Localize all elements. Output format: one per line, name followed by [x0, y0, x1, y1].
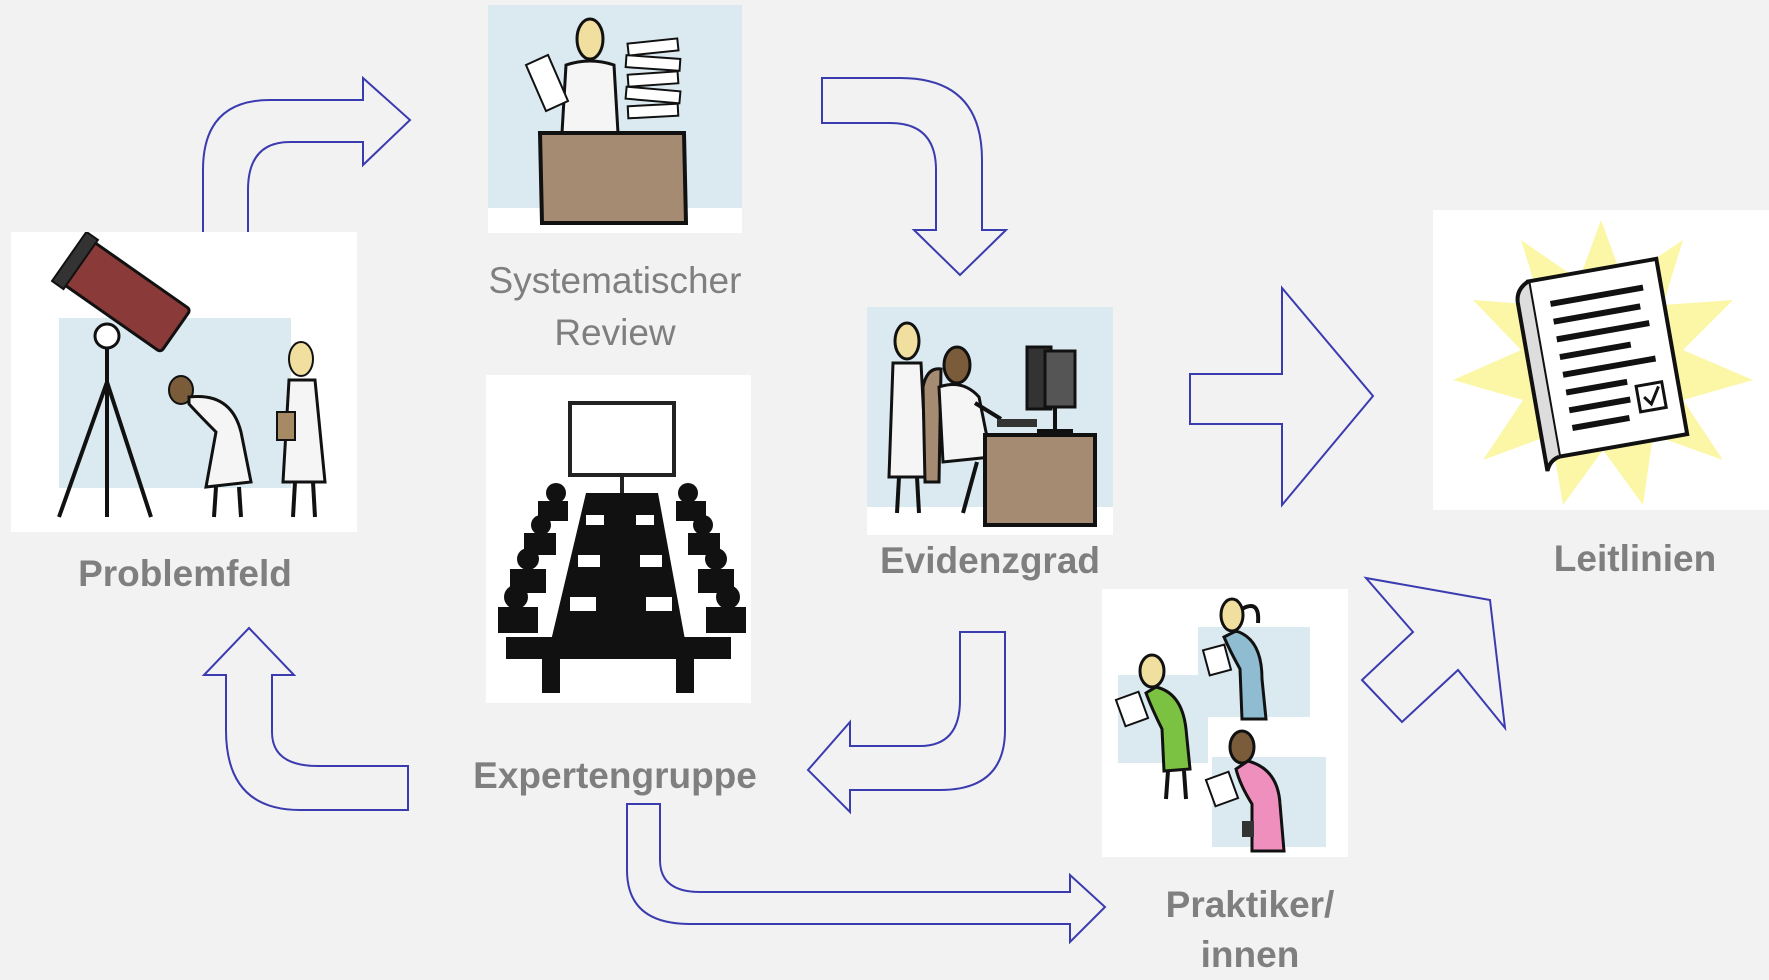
arrow-experten-to-praktiker: [626, 803, 1107, 945]
problemfeld-image: [11, 230, 357, 532]
leitlinien-label: Leitlinien: [1553, 538, 1717, 579]
telescope-researchers-icon: [50, 230, 327, 518]
reading-people-icon: [1114, 597, 1326, 853]
review-label-line1: Systematischer: [488, 260, 742, 301]
arrow-praktiker-to-leitlinien: [1360, 576, 1507, 732]
book-starburst-icon: [1453, 220, 1753, 505]
arrow-evidenz-to-experten: [806, 631, 1006, 815]
evidenz-image: [867, 307, 1113, 535]
arrow-problemfeld-to-review: [202, 75, 412, 256]
experten-image: [486, 375, 751, 703]
praktiker-label-line2: innen: [1200, 934, 1300, 975]
review-label: Systematischer Review: [470, 255, 760, 359]
arrow-review-to-evidenz: [821, 77, 1009, 277]
conference-table-icon: [498, 401, 746, 693]
evidenz-label: Evidenzgrad: [880, 540, 1100, 581]
praktiker-label: Praktiker/ innen: [1100, 880, 1400, 980]
praktiker-label-line1: Praktiker/: [1165, 884, 1335, 925]
problemfeld-label: Problemfeld: [78, 553, 292, 594]
arrow-evidenz-to-leitlinien: [1189, 285, 1375, 508]
experten-label: Expertengruppe: [473, 755, 757, 796]
arrow-experten-to-problemfeld: [201, 626, 409, 811]
review-image: [488, 5, 742, 233]
review-label-line2: Review: [554, 312, 676, 353]
praktiker-image: [1102, 589, 1348, 857]
leitlinien-image: [1433, 210, 1769, 510]
desk-papers-icon: [488, 5, 742, 225]
computer-analysis-icon: [867, 307, 1113, 527]
